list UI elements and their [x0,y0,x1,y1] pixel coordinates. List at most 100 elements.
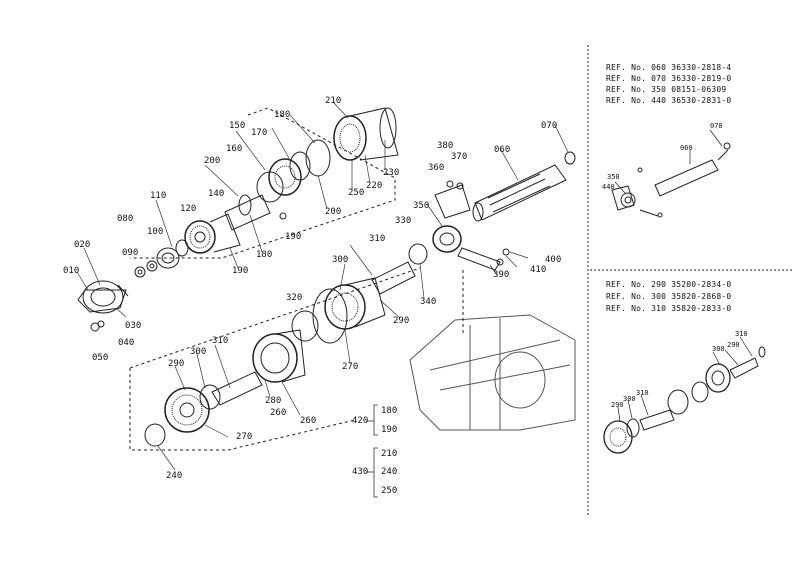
part-070-circlip [564,151,576,165]
group-430-item-240: 240 [381,467,398,477]
label-010: 010 [63,266,80,276]
inset-bottom-label-310: 310 [735,330,748,338]
label-370: 370 [451,152,468,162]
label-380: 380 [437,141,454,151]
inset-top-label-060: 060 [680,144,693,152]
part-290-300-gear-lower [164,384,221,433]
inset-top-label-350: 350 [607,173,620,181]
transmission-housing [409,314,576,431]
ref-line-300: REF. No. 300 35820-2868-0 [606,292,732,301]
label-260-a: 260 [270,408,287,418]
label-180-upper: 180 [274,110,291,120]
ref-line-060: REF. No. 060 36330-2818-4 [606,63,732,72]
label-240: 240 [166,471,183,481]
part-270-ring-upper [312,288,348,344]
part-360-bracket [434,180,471,219]
part-160-170-synchro [256,151,311,203]
inset-top-label-440: 440 [602,183,615,191]
label-310-lower: 310 [212,336,229,346]
label-270-lower: 270 [236,432,253,442]
label-320: 320 [286,293,303,303]
inset-bottom-label-300b: 300 [623,395,636,403]
part-320-bearing [291,310,319,342]
ref-line-440: REF. No. 440 36530-2831-0 [606,96,732,105]
part-280-coupling [252,329,306,383]
group-430-id: 430 [352,467,369,477]
label-350: 350 [413,201,430,211]
part-110-ring [175,239,189,257]
label-180-lower: 180 [256,250,273,260]
part-210-gear [333,107,399,161]
label-270-upper: 270 [342,362,359,372]
inset-bottom-label-290b: 290 [611,401,624,409]
label-200-left: 200 [204,156,221,166]
label-020: 020 [74,240,91,250]
label-110: 110 [150,191,167,201]
inset-bottom-label-310b: 310 [636,389,649,397]
part-080-090-washers [134,260,158,278]
ref-line-310: REF. No. 310 35820-2833-0 [606,304,732,313]
leader-lines [76,101,569,471]
part-100-bearing [156,247,180,269]
label-090: 090 [122,248,139,258]
label-400: 400 [545,255,562,265]
group-420-id: 420 [352,416,369,426]
part-120-gear [184,213,241,254]
label-170: 170 [251,128,268,138]
inset-top-shaft [611,129,731,218]
inset-top-label-070: 070 [710,122,723,130]
label-340: 340 [420,297,437,307]
part-390-plate [457,247,501,271]
part-300-gear-upper [324,277,386,330]
label-280: 280 [265,396,282,406]
label-230: 230 [383,168,400,178]
label-260-b: 260 [300,416,317,426]
part-190-pin [279,212,287,220]
label-250: 250 [348,188,365,198]
label-060: 060 [494,145,511,155]
group-420-item-180: 180 [381,406,398,416]
label-190-lower: 190 [232,266,249,276]
part-400-410-bolts [496,248,510,266]
label-140: 140 [208,189,225,199]
part-350-bearing [432,225,462,253]
label-300-lower: 300 [190,347,207,357]
label-050: 050 [92,353,109,363]
label-160: 160 [226,144,243,154]
ref-line-350: REF. No. 350 08151-06309 [606,85,727,94]
inset-bottom-gears [603,336,766,454]
label-150: 150 [229,121,246,131]
part-010-cover [77,280,129,314]
label-080: 080 [117,214,134,224]
label-070: 070 [541,121,558,131]
part-140-main-shaft [224,194,271,231]
label-360: 360 [428,163,445,173]
label-310-upper: 310 [369,234,386,244]
label-220: 220 [366,181,383,191]
group-420-item-190: 190 [381,425,398,435]
label-030: 030 [125,321,142,331]
label-200-right: 200 [325,207,342,217]
part-310-shaft-lower [211,371,263,406]
label-290-lower: 290 [168,359,185,369]
label-120: 120 [180,204,197,214]
label-330: 330 [395,216,412,226]
group-430-item-250: 250 [381,486,398,496]
label-190-upper: 190 [285,232,302,242]
label-300-upper: 300 [332,255,349,265]
inset-bottom-label-290: 290 [727,341,740,349]
part-060-shaft [472,164,567,222]
label-390: 390 [493,270,510,280]
part-240-ring [144,423,166,447]
label-290-upper: 290 [393,316,410,326]
part-310-shaft [371,261,416,295]
label-210: 210 [325,96,342,106]
ref-line-290: REF. No. 290 35200-2834-0 [606,280,732,289]
inset-bottom-label-300: 300 [712,345,725,353]
part-180-ring [305,139,331,177]
label-100: 100 [147,227,164,237]
label-410: 410 [530,265,547,275]
part-330-bearing [408,243,428,265]
group-brackets [366,404,378,498]
